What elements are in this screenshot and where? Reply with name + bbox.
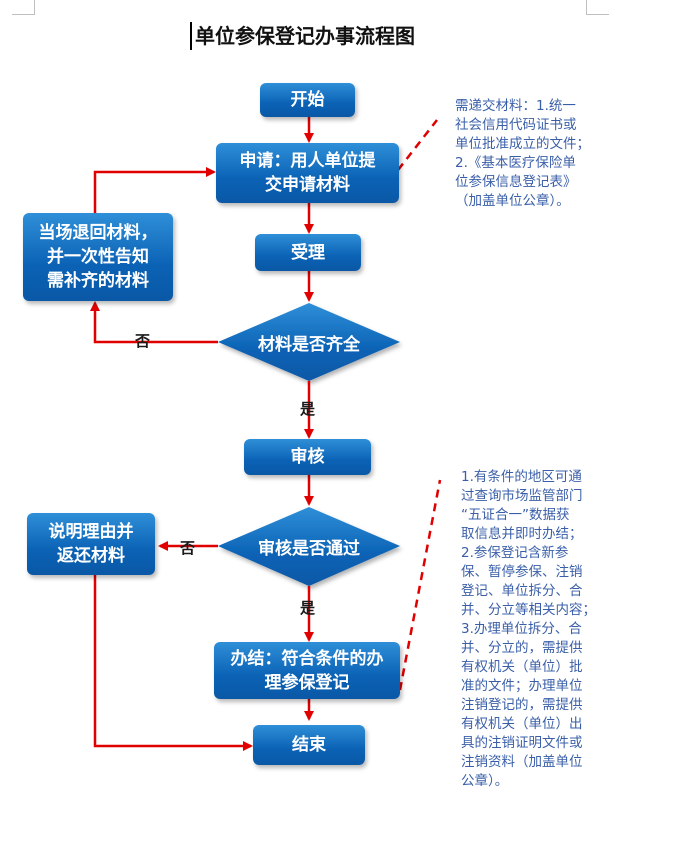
return-label-line1: 当场退回材料， [38, 223, 158, 243]
return-label-line2: 并一次性告知 [47, 247, 149, 267]
return-label-line3: 需补齐的材料 [47, 271, 149, 291]
conditions-note-line: 公章）。 [461, 773, 509, 789]
return-materials-node: 当场退回材料， 并一次性告知 需补齐的材料 [23, 213, 173, 301]
materials-note-line: 单位批准成立的文件； [455, 136, 590, 152]
complete-check-label: 材料是否齐全 [258, 334, 360, 355]
finish-label-line2: 理参保登记 [264, 672, 350, 693]
explain-label-line2: 返还材料 [57, 546, 125, 566]
accept-node-label: 受理 [291, 242, 325, 263]
finish-node: 办结：符合条件的办 理参保登记 [214, 642, 400, 699]
start-node: 开始 [260, 83, 355, 117]
materials-note-line: 社会信用代码证书或 [455, 117, 577, 133]
apply-node: 申请：用人单位提 交申请材料 [216, 143, 399, 203]
page-corner-mark-left [12, 0, 35, 15]
arrow-return-to-apply [93, 167, 216, 213]
conditions-note-line: 并、分立的，需提供 [461, 640, 583, 656]
callout-line-note1 [397, 119, 438, 171]
conditions-note-line: 1.有条件的地区可通 [461, 469, 582, 485]
conditions-note-line: 注销资料（加盖单位 [461, 754, 583, 770]
conditions-note-line: 具的注销证明文件或 [461, 735, 583, 751]
conditions-note-line: 准的文件；办理单位 [461, 678, 583, 694]
conditions-note-line: 有权机关（单位）批 [461, 659, 583, 675]
apply-node-label-line2: 交申请材料 [265, 175, 350, 195]
conditions-note-line: 注销登记的，需提供 [461, 697, 583, 713]
end-node: 结束 [253, 725, 365, 765]
review-node-label: 审核 [290, 447, 325, 467]
conditions-note-line: 2.参保登记含新参 [461, 545, 569, 561]
callout-line-note2 [398, 479, 442, 691]
conditions-note-line: 保、暂停参保、注销 [461, 564, 583, 580]
no-label-review: 否 [180, 539, 196, 557]
decision-diamond-complete [218, 303, 400, 381]
materials-note-line: 位参保信息登记表》 [455, 174, 577, 190]
page-title: 单位参保登记办事流程图 [190, 22, 415, 50]
materials-note-line: （加盖单位公章）。 [455, 193, 570, 209]
end-node-label: 结束 [292, 735, 326, 755]
conditions-note-line: 有权机关（单位）出 [461, 716, 583, 732]
review-node: 审核 [244, 439, 371, 475]
materials-note-line: 2.《基本医疗保险单 [455, 155, 576, 171]
yes-label-complete: 是 [300, 400, 316, 418]
page-corner-mark-right [586, 0, 609, 15]
conditions-note-line: 过查询市场监管部门 [461, 488, 583, 504]
decision-diamond-review [218, 507, 400, 586]
no-label-complete: 否 [135, 332, 151, 350]
arrow-no-to-return [90, 301, 218, 344]
finish-label-line1: 办结：符合条件的办 [230, 648, 384, 669]
conditions-note-line: “五证合一”数据获 [461, 507, 570, 523]
explain-return-node: 说明理由并 返还材料 [27, 513, 155, 575]
conditions-note: 1.有条件的地区可通 过查询市场监管部门 “五证合一”数据获 取信息并即时办结；… [461, 468, 613, 791]
materials-note: 需递交材料：1.统一 社会信用代码证书或 单位批准成立的文件； 2.《基本医疗保… [455, 97, 605, 211]
apply-node-label-line1: 申请：用人单位提 [239, 151, 376, 171]
arrow-explain-to-end [93, 575, 253, 751]
conditions-note-line: 并、分立等相关内容； [461, 602, 596, 618]
start-node-label: 开始 [290, 90, 325, 110]
conditions-note-line: 取信息并即时办结； [461, 526, 583, 542]
conditions-note-line: 登记、单位拆分、合 [461, 583, 583, 599]
accept-node: 受理 [255, 234, 361, 271]
review-check-label: 审核是否通过 [258, 538, 360, 559]
materials-note-line: 需递交材料：1.统一 [455, 98, 576, 114]
yes-label-review: 是 [300, 599, 316, 617]
explain-label-line1: 说明理由并 [48, 522, 134, 542]
conditions-note-line: 3.办理单位拆分、合 [461, 621, 582, 637]
